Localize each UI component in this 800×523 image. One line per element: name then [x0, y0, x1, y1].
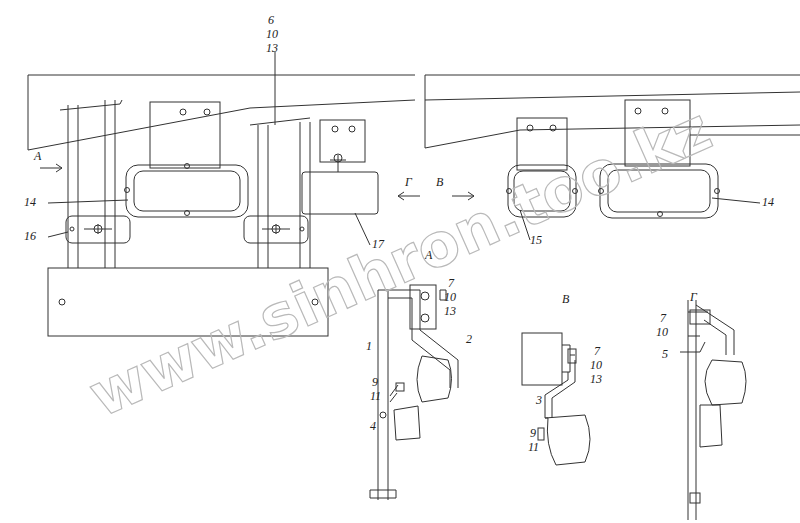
callout-number: 10 [266, 28, 278, 41]
callout-number: В [436, 176, 443, 189]
callout-number: 13 [590, 373, 602, 386]
callout-number: А [34, 150, 41, 163]
callout-number: 11 [528, 441, 539, 454]
callout-number: 14 [762, 196, 774, 209]
callout-number: 4 [370, 420, 376, 433]
callout-number: 13 [444, 305, 456, 318]
callout-number: 2 [466, 333, 472, 346]
callout-number: 6 [268, 14, 274, 27]
callout-number: 3 [536, 394, 542, 407]
callout-number: 13 [266, 42, 278, 55]
callout-number: 1 [366, 340, 372, 353]
callout-number: 7 [660, 312, 666, 325]
callout-number: 9 [530, 427, 536, 440]
callout-number: В [562, 293, 569, 306]
callout-number: 16 [24, 230, 36, 243]
callout-number: 7 [448, 277, 454, 290]
callout-number: 10 [590, 359, 602, 372]
callout-number: 5 [662, 348, 668, 361]
callout-number: 10 [656, 326, 668, 339]
callout-number: 10 [444, 291, 456, 304]
callout-number: 11 [370, 390, 381, 403]
watermark: www.sinhron.too.kz [79, 93, 721, 430]
callout-number: 14 [24, 196, 36, 209]
callout-number: 9 [372, 376, 378, 389]
callout-number: Г [405, 176, 412, 189]
callout-number: 7 [594, 345, 600, 358]
callout-number: Г [690, 291, 697, 304]
